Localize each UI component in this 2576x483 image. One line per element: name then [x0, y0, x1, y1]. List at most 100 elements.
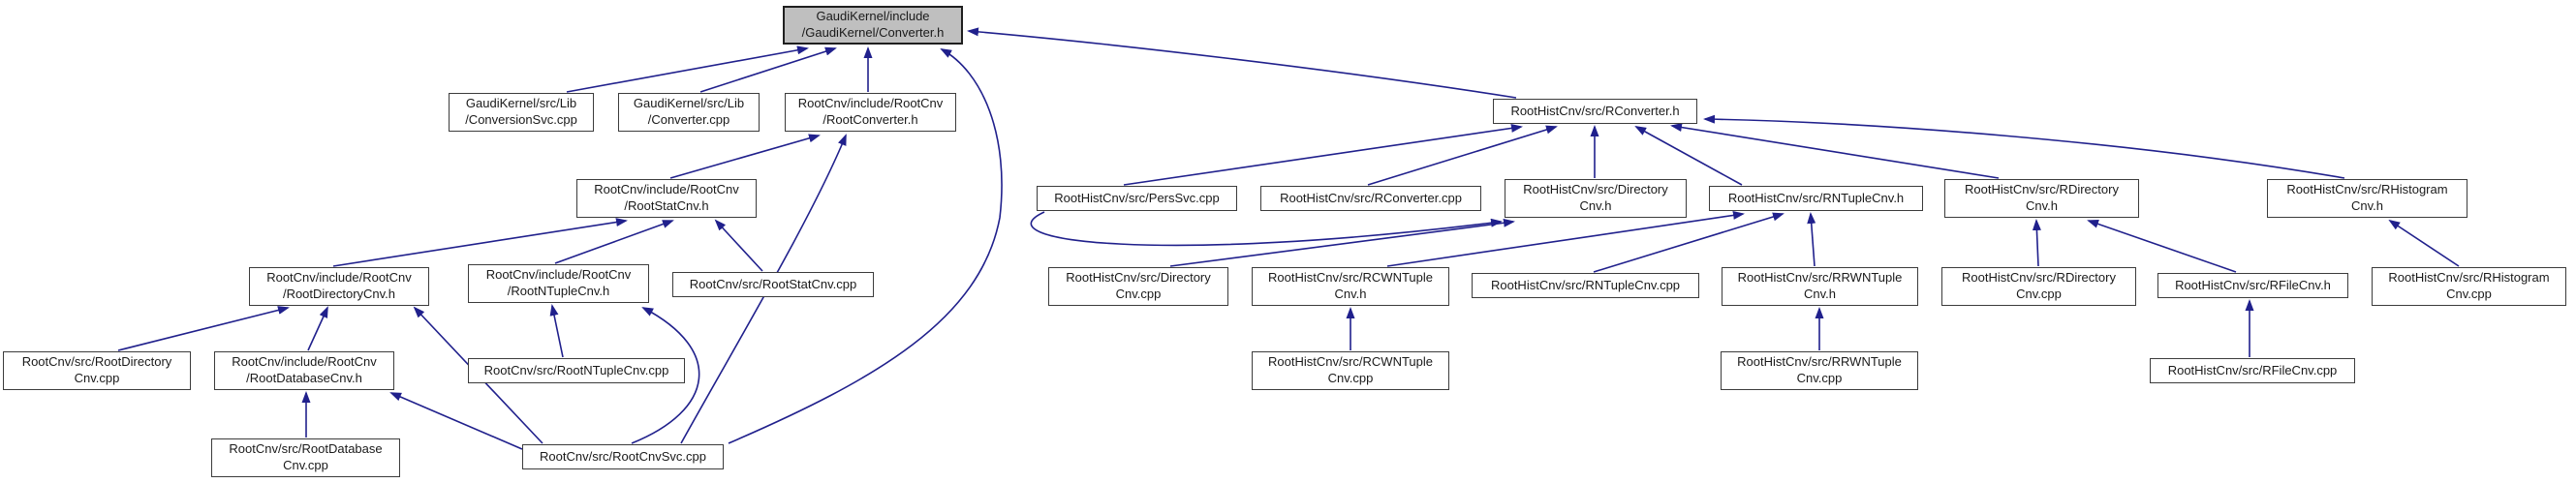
node-label-line: RootCnv/include/RootCnv — [797, 96, 944, 111]
edge-rdirectorycnv_cpp-to-rdirectorycnv_h — [2032, 219, 2041, 267]
node-label-line: RootHistCnv/src/PersSvc.cpp — [1054, 190, 1220, 205]
edge-rootdirectorycnv_h-to-rootstatcnv_h — [332, 218, 628, 267]
node-label-line: GaudiKernel/include — [816, 9, 930, 24]
node-label-line: RootHistCnv/src/RHistogram — [2388, 270, 2550, 286]
node-label-line: /RootConverter.h — [822, 112, 918, 127]
edge-rootcnvsvc_cpp-to-rootdatabasecnv_h — [389, 392, 523, 450]
node-label-line: RootCnv/src/RootDatabase — [229, 441, 383, 457]
node-label-line: /GaudiKernel/Converter.h — [801, 25, 945, 40]
node-rootcnvsvc_cpp[interactable]: RootCnv/src/RootCnvSvc.cpp — [522, 444, 724, 469]
node-conversionsvc_cpp[interactable]: GaudiKernel/src/Lib/ConversionSvc.cpp — [449, 93, 594, 132]
node-label-line: RootHistCnv/src/RDirectory — [1962, 270, 2116, 286]
node-label-line: RootCnv/include/RootCnv — [594, 182, 739, 197]
node-rootconverter_h[interactable]: RootCnv/include/RootCnv/RootConverter.h — [785, 93, 956, 132]
node-label-line: RootHistCnv/src/RNTupleCnv.h — [1727, 190, 1905, 205]
node-label-line: RootHistCnv/src/Directory — [1523, 182, 1668, 197]
edge-rootntuplecnv_cpp-to-rootntuplecnv_h — [549, 304, 564, 358]
node-label-line: Cnv.cpp — [283, 458, 328, 472]
edge-perssvc_cpp-to-rconverter_h — [1123, 123, 1523, 186]
node-label-line: RootHistCnv/src/RDirectory — [1965, 182, 2119, 197]
node-label-line: RootHistCnv/src/RRWNTuple — [1737, 354, 1902, 370]
edge-conversionsvc_cpp-to-converter_h — [566, 45, 809, 93]
node-label-line: RootCnv/src/RootNTupleCnv.cpp — [483, 362, 669, 377]
node-label-line: RootCnv/include/RootCnv — [232, 354, 377, 370]
node-rootdatabasecnv_h[interactable]: RootCnv/include/RootCnv/RootDatabaseCnv.… — [214, 351, 394, 390]
node-label-line: Cnv.h — [2351, 198, 2383, 213]
edge-rootstatcnv_cpp-to-rootstatcnv_h — [714, 219, 763, 272]
node-rootntuplecnv_h[interactable]: RootCnv/include/RootCnv/RootNTupleCnv.h — [468, 264, 649, 303]
node-rconverter_h[interactable]: RootHistCnv/src/RConverter.h — [1493, 99, 1697, 124]
edge-rhistogramcnv_h-to-rconverter_h — [1703, 114, 2345, 179]
node-label-line: RootHistCnv/src/RHistogram — [2286, 182, 2448, 197]
node-converter_cpp[interactable]: GaudiKernel/src/Lib/Converter.cpp — [618, 93, 760, 132]
node-label-line: RootHistCnv/src/RCWNTuple — [1268, 270, 1433, 286]
node-label-line: GaudiKernel/src/Lib — [633, 96, 745, 111]
edge-rootntuplecnv_h-to-rootstatcnv_h — [554, 220, 674, 264]
node-rntuplecnv_h[interactable]: RootHistCnv/src/RNTupleCnv.h — [1709, 186, 1923, 211]
edge-rfilecnv_h-to-rdirectorycnv_h — [2087, 220, 2237, 273]
node-rootstatcnv_h[interactable]: RootCnv/include/RootCnv/RootStatCnv.h — [576, 179, 757, 218]
edge-rootstatcnv_h-to-rootconverter_h — [669, 134, 821, 179]
node-label-line: /Converter.cpp — [647, 112, 730, 127]
node-label-line: Cnv.cpp — [1115, 287, 1162, 301]
node-label-line: /RootStatCnv.h — [624, 198, 709, 213]
node-label-line: Cnv.h — [1804, 287, 1836, 301]
node-label-line: RootHistCnv/src/Directory — [1066, 270, 1211, 286]
node-label-line: Cnv.cpp — [1327, 371, 1374, 385]
edge-rootcnvsvc_cpp-to-converter_h — [728, 48, 1003, 444]
node-label-line: RootHistCnv/src/RNTupleCnv.cpp — [1490, 277, 1681, 292]
node-label-line: RootCnv/include/RootCnv — [266, 270, 412, 286]
edge-rcwntuplecnv_h-to-rntuplecnv_h — [1386, 211, 1745, 267]
node-label-line: Cnv.cpp — [1796, 371, 1843, 385]
node-rfilecnv_cpp[interactable]: RootHistCnv/src/RFileCnv.cpp — [2150, 358, 2355, 383]
edge-converter_cpp-to-converter_h — [699, 46, 837, 93]
edge-rrwntuplecnv_h-to-rntuplecnv_h — [1807, 212, 1816, 267]
node-label-line: /RootNTupleCnv.h — [507, 284, 610, 298]
node-rootdirectorycnv_h[interactable]: RootCnv/include/RootCnv/RootDirectoryCnv… — [249, 267, 429, 306]
node-label-line: Cnv.h — [2026, 198, 2058, 213]
edge-rootcnvsvc_cpp-to-rootntuplecnv_h — [631, 307, 700, 444]
edge-rconverter_cpp-to-rconverter_h — [1367, 125, 1558, 186]
node-rconverter_cpp[interactable]: RootHistCnv/src/RConverter.cpp — [1260, 186, 1481, 211]
node-label-line: RootCnv/src/RootCnvSvc.cpp — [540, 448, 706, 464]
node-label-line: RootCnv/src/RootStatCnv.cpp — [689, 276, 857, 291]
node-label-line: RootHistCnv/src/RCWNTuple — [1268, 354, 1433, 370]
node-label-line: Cnv.h — [1334, 287, 1367, 301]
edge-rootdatabasecnv_h-to-rootdirectorycnv_h — [307, 306, 328, 351]
node-rootntuplecnv_cpp[interactable]: RootCnv/src/RootNTupleCnv.cpp — [468, 358, 685, 383]
node-rntuplecnv_cpp[interactable]: RootHistCnv/src/RNTupleCnv.cpp — [1472, 273, 1699, 298]
node-rfilecnv_h[interactable]: RootHistCnv/src/RFileCnv.h — [2157, 273, 2348, 298]
edge-rntuplecnv_h-to-rconverter_h — [1634, 126, 1743, 186]
edge-perssvc_cpp-to-directorycnv_h — [1030, 211, 1503, 247]
node-label-line: Cnv.cpp — [2446, 287, 2492, 301]
node-label-line: /ConversionSvc.cpp — [465, 112, 577, 127]
node-perssvc_cpp[interactable]: RootHistCnv/src/PersSvc.cpp — [1037, 186, 1237, 211]
node-label-line: RootHistCnv/src/RFileCnv.h — [2175, 277, 2331, 292]
node-label-line: RootCnv/src/RootDirectory — [21, 354, 172, 370]
node-label-line: Cnv.cpp — [74, 371, 120, 385]
node-label-line: Cnv.h — [1579, 198, 1612, 213]
node-converter_h[interactable]: GaudiKernel/include/GaudiKernel/Converte… — [783, 6, 963, 45]
edge-rntuplecnv_cpp-to-rntuplecnv_h — [1593, 212, 1785, 273]
edge-rconverter_h-to-converter_h — [967, 27, 1517, 99]
edge-rhistogramcnv_cpp-to-rhistogramcnv_h — [2388, 219, 2460, 267]
node-rootstatcnv_cpp[interactable]: RootCnv/src/RootStatCnv.cpp — [672, 272, 874, 297]
node-label-line: /RootDirectoryCnv.h — [282, 287, 396, 301]
node-label-line: RootHistCnv/src/RFileCnv.cpp — [2167, 362, 2338, 377]
node-label-line: RootHistCnv/src/RConverter.cpp — [1280, 190, 1462, 205]
node-label-line: /RootDatabaseCnv.h — [246, 371, 362, 385]
